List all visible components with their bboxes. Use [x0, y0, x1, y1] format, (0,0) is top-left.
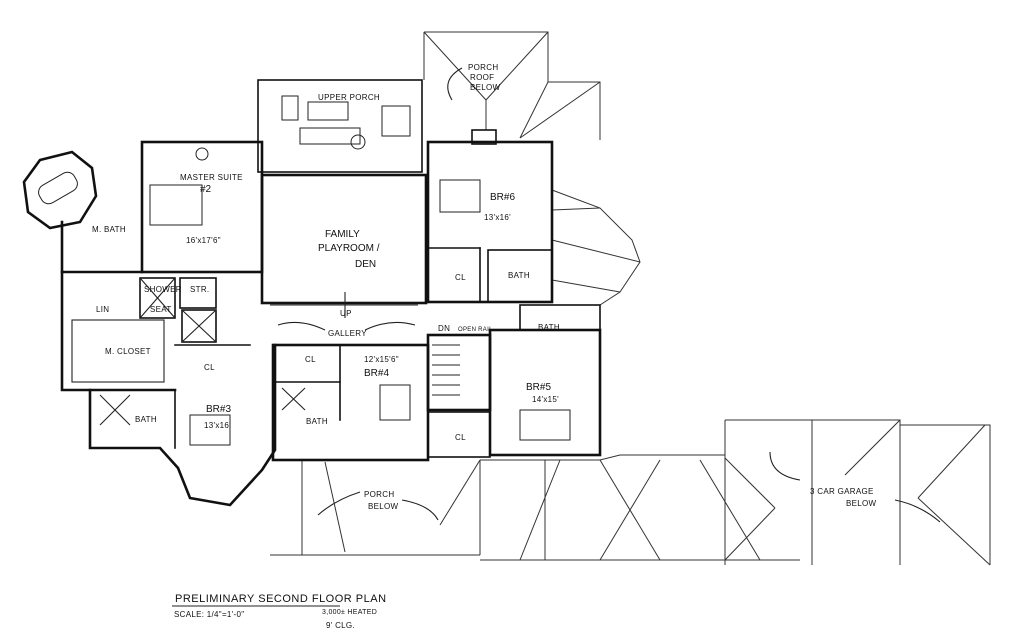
- label-br4-size: 12'x15'6": [364, 355, 399, 364]
- label-up: UP: [340, 309, 352, 318]
- label-master-suite-size: 16'x17'6": [186, 236, 221, 245]
- bedroom-3: [88, 343, 277, 507]
- garage-roof-outline: [724, 419, 991, 566]
- bedroom-6: [426, 129, 554, 304]
- label-porch-below-2: BELOW: [368, 502, 399, 511]
- label-garage-1: 3 CAR GARAGE: [810, 487, 874, 496]
- porch-roof-outline: [423, 31, 601, 140]
- bedroom-5: [488, 304, 602, 457]
- plan-scale: SCALE: 1/4"=1'-0": [174, 610, 244, 619]
- label-master-suite-number: #2: [200, 184, 212, 195]
- label-shower: SHOWER: [144, 285, 182, 294]
- master-bath-tower: [22, 150, 144, 274]
- label-garage-2: BELOW: [846, 499, 877, 508]
- label-br3-bath: BATH: [135, 415, 157, 424]
- master-suite: [140, 140, 264, 274]
- label-porch-below-1: PORCH: [364, 490, 394, 499]
- plan-area-note: 3,000± HEATED: [322, 609, 377, 616]
- label-family-3: DEN: [355, 259, 376, 270]
- gallery-arrows: [277, 292, 416, 331]
- plan-ceiling-note: 9' CLG.: [326, 621, 355, 630]
- master-closet-wing: [60, 270, 251, 392]
- family-playroom: [260, 173, 428, 306]
- label-br5: BR#5: [526, 382, 551, 393]
- label-upper-porch: UPPER PORCH: [318, 93, 380, 102]
- label-br3-size: 13'x16': [204, 421, 231, 430]
- label-br3: BR#3: [206, 404, 231, 415]
- label-seat: SEAT: [150, 305, 172, 314]
- label-br6-closet: CL: [455, 273, 466, 282]
- label-br6-bath: BATH: [508, 271, 530, 280]
- label-open-rail: OPEN RAIL: [458, 327, 493, 333]
- porch-below-outline: [270, 459, 481, 556]
- upper-porch: [257, 79, 423, 173]
- label-family-1: FAMILY: [325, 229, 360, 240]
- label-stair-closet: CL: [455, 433, 466, 442]
- label-stair-down: DN: [438, 324, 450, 333]
- label-family-2: PLAYROOM /: [318, 243, 380, 254]
- label-br5-bath: BATH: [538, 323, 560, 332]
- annotation-arrows: [317, 67, 941, 523]
- label-master-bath: M. BATH: [92, 225, 126, 234]
- label-master-suite: MASTER SUITE: [180, 173, 243, 182]
- label-master-closet: M. CLOSET: [105, 347, 151, 356]
- label-porch-roof-below-2: ROOF: [470, 73, 494, 82]
- label-br4-bath: BATH: [306, 417, 328, 426]
- label-br6: BR#6: [490, 192, 515, 203]
- label-hall-closet: CL: [204, 363, 215, 372]
- label-gallery: GALLERY: [328, 329, 367, 338]
- plan-title: PRELIMINARY SECOND FLOOR PLAN: [175, 593, 387, 605]
- label-linen: LIN: [96, 305, 109, 314]
- label-porch-roof-below-3: BELOW: [470, 83, 501, 92]
- label-porch-roof-below-1: PORCH: [468, 63, 498, 72]
- main-roof-outline: [480, 454, 800, 561]
- label-storage: STR.: [190, 285, 209, 294]
- side-roof-outline: [551, 189, 641, 306]
- label-br4-closet: CL: [305, 355, 316, 364]
- label-br6-size: 13'x16': [484, 213, 511, 222]
- label-br5-size: 14'x15': [532, 395, 559, 404]
- label-br4: BR#4: [364, 368, 389, 379]
- bedroom-4: [271, 343, 430, 462]
